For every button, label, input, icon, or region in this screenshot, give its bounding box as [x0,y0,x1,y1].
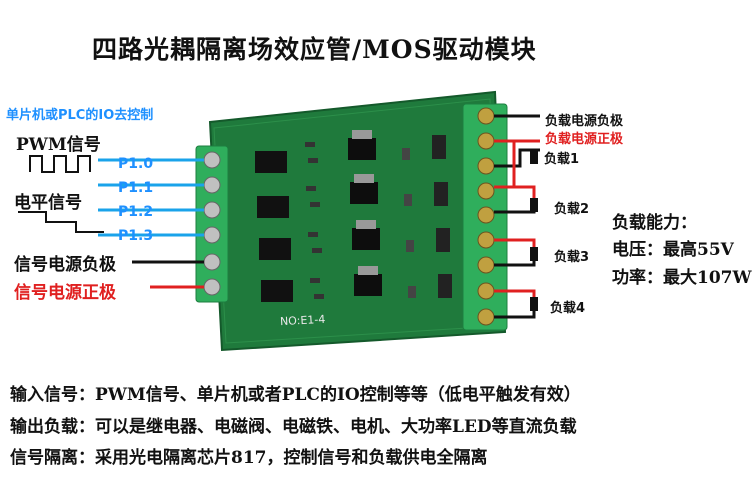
capacity-title: 负载能力： [612,213,697,233]
load-4-label: 负载4 [550,301,586,316]
output-terminal-block [462,103,508,331]
isolation-description: 信号隔离：采用光电隔离芯片817，控制信号和负载供电全隔离 [10,448,488,468]
flyback-diodes [432,135,452,298]
load-1-label: 负载1 [544,152,580,167]
load-2-label: 负载2 [554,202,590,217]
pin-p1-0-label: P1.0 [118,156,154,172]
pin-p1-2-label: P1.2 [118,204,154,220]
level-signal-label: 电平信号 [14,193,82,213]
signal-negative-label: 信号电源负极 [14,255,116,275]
signal-positive-label: 信号电源正极 [14,283,116,303]
optocoupler-chips [255,151,293,302]
input-signal-description: 输入信号：PWM信号、单片机或者PLC的IO控制等等（低电平触发有效） [10,385,581,405]
capacity-voltage: 电压：最高55V [612,240,734,260]
load-3-label: 负载3 [554,250,590,265]
pwm-signal-label: PWM信号 [16,135,101,155]
pin-p1-1-label: P1.1 [118,180,154,196]
load-negative-label: 负载电源负极 [545,114,624,129]
mosfet-transistors [348,130,382,296]
input-signal-wires [98,158,204,237]
pwm-waveform-icon [29,155,91,173]
smd-components [305,142,416,299]
pin-p1-3-label: P1.3 [118,228,154,244]
level-step-icon [18,211,104,233]
page-title: 四路光耦隔离场效应管/MOS驱动模块 [92,35,537,64]
output-load-description: 输出负载：可以是继电器、电磁阀、电磁铁、电机、大功率LED等直流负载 [10,417,577,437]
board-model-label: NO:E1-4 [279,312,326,329]
capacity-power: 功率：最大107W [612,268,752,288]
mcu-control-label: 单片机或PLC的IO去控制 [6,108,154,123]
input-terminal-block [195,145,229,303]
load-symbols [530,150,538,311]
load-positive-label: 负载电源正极 [545,132,624,147]
